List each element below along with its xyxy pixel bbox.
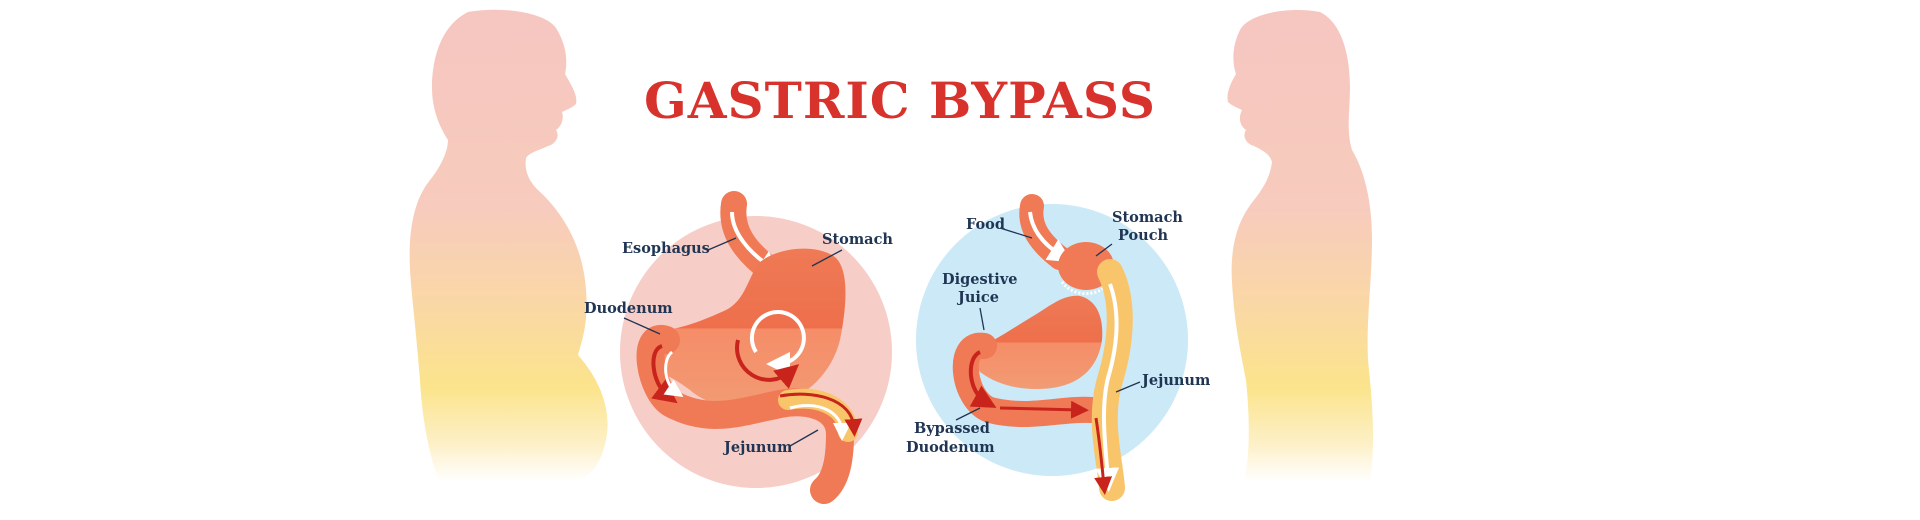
duodenum-flow-arrow-icon: [999, 400, 1089, 419]
label-esophagus: Esophagus: [622, 240, 710, 257]
leader-jejunum-after: [1115, 381, 1141, 393]
label-stomach-pouch-1: Stomach: [1112, 209, 1183, 226]
person-silhouette-slim-icon: [1227, 10, 1374, 483]
bypassed-stomach-shape: [968, 295, 1103, 390]
label-food: Food: [966, 216, 1005, 233]
food-arrow-icon: [1028, 211, 1073, 263]
before-diagram: Esophagus Stomach Duodenum Jejunum: [584, 191, 893, 504]
mixing-arrow-icon: [1094, 417, 1113, 495]
leader-stomach: [811, 249, 843, 267]
leader-esophagus: [707, 237, 737, 251]
jejunum-arrow-white-icon: [789, 404, 851, 441]
label-stomach: Stomach: [822, 231, 893, 248]
person-silhouette-heavy-icon: [409, 9, 608, 482]
label-bypassed-duodenum-2: Duodenum: [906, 439, 995, 456]
after-jejunum-shape: [1091, 259, 1133, 501]
label-bypassed-duodenum-1: Bypassed: [914, 420, 990, 437]
churn-arrow-red-icon: [735, 339, 800, 389]
page-title: GASTRIC BYPASS: [644, 71, 1156, 130]
leader-bypassed-duodenum: [955, 407, 981, 421]
duodenum-arrow-white-icon: [663, 350, 684, 398]
jejunum-arrow-red-icon: [779, 392, 863, 437]
after-diagram: Food Stomach Pouch Digestive Juice Jejun…: [906, 194, 1211, 501]
leader-duodenum: [623, 317, 661, 335]
leader-stomach-pouch: [1095, 243, 1113, 257]
leader-jejunum-before: [789, 429, 819, 447]
churn-arrow-white-icon: [749, 310, 806, 376]
label-jejunum-after: Jejunum: [1140, 372, 1211, 389]
jejunum-flow-arrow-icon: [1095, 283, 1120, 492]
leader-digestive-juice: [979, 307, 985, 331]
label-digestive-juice-1: Digestive: [942, 271, 1017, 288]
label-digestive-juice-2: Juice: [956, 289, 999, 306]
digestive-juice-arrow-icon: [968, 350, 997, 408]
leader-food: [999, 227, 1033, 239]
label-jejunum-before: Jejunum: [722, 439, 793, 456]
label-stomach-pouch-2: Pouch: [1118, 227, 1169, 244]
label-duodenum: Duodenum: [584, 300, 673, 317]
